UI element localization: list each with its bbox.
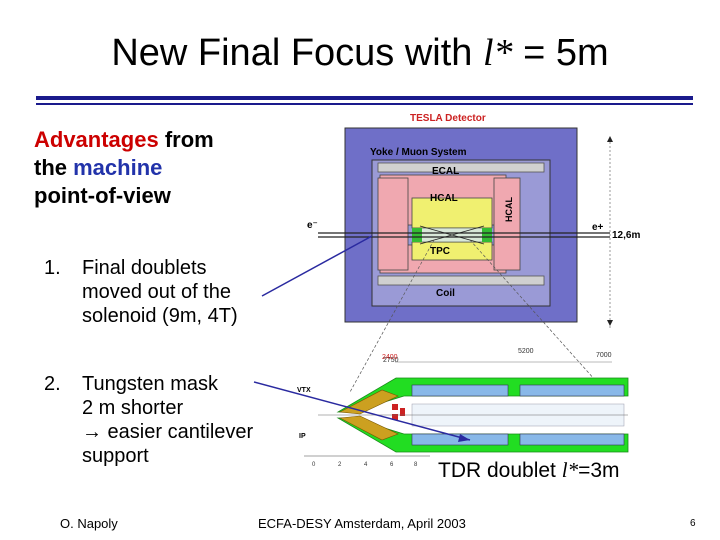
- tdr-caption: TDR doublet l*=3m: [438, 458, 620, 483]
- projection-line-left: [349, 239, 435, 393]
- e-plus-label: e+: [592, 222, 604, 233]
- length-label: 12,6m: [612, 230, 640, 241]
- hcal-endcap-left: [377, 177, 409, 271]
- e-minus-label: e⁻: [307, 220, 318, 231]
- projection-line-right: [469, 239, 605, 391]
- callout-line-2: [253, 381, 471, 441]
- dim-2400: 2400: [382, 354, 398, 361]
- tick-0: 0: [312, 462, 316, 468]
- advantages-word: Advantages: [34, 127, 159, 152]
- footer-conference: ECFA-DESY Amsterdam, April 2003: [258, 516, 466, 531]
- page-number: 6: [690, 518, 696, 529]
- ip-label: IP: [299, 433, 306, 440]
- ecal-bottom: [411, 241, 493, 261]
- tpc-green-left: [412, 228, 422, 242]
- coil-label: Coil: [436, 288, 455, 299]
- advantages-the: the: [34, 155, 74, 180]
- quad-upper-2: [519, 384, 625, 397]
- mask-upper: [338, 389, 399, 415]
- length-arrow-down-icon: [607, 320, 613, 326]
- caption-lstar: l*: [561, 458, 579, 482]
- callout-line-1: [261, 235, 373, 297]
- title-rule-thin: [36, 103, 693, 105]
- advantages-machine: machine: [73, 155, 163, 180]
- length-arrow-up-icon: [607, 136, 613, 142]
- coil-band-bottom: [377, 275, 545, 286]
- list-item-1-line-2: moved out of the: [82, 281, 231, 303]
- coil-band-top: [377, 162, 545, 173]
- tick-2: 2: [338, 462, 342, 468]
- callout-arrow-icon: [458, 434, 470, 442]
- title-post: = 5m: [512, 32, 609, 74]
- caption-post: =3m: [578, 459, 620, 482]
- list-item-2-line-1: Tungsten mask: [82, 373, 218, 395]
- advantages-pov: point-of-view: [34, 183, 171, 208]
- tpc-green-right: [482, 228, 492, 242]
- footer-author: O. Napoly: [60, 516, 118, 531]
- slide-title: New Final Focus with l* = 5m: [0, 30, 720, 76]
- marker-3: [400, 408, 405, 416]
- marker-1: [392, 404, 398, 410]
- beam-cross-2: [419, 225, 485, 245]
- yoke-label: Yoke / Muon System: [370, 147, 467, 158]
- title-lstar: l*: [483, 32, 513, 74]
- advantages-from: from: [158, 127, 214, 152]
- vtx-label: VTX: [297, 387, 311, 394]
- hcal-label: HCAL: [430, 193, 458, 204]
- list-item-2-line-3: → easier cantilever: [82, 421, 254, 443]
- tick-6: 6: [390, 462, 394, 468]
- list-item-2-number: 2.: [44, 373, 61, 395]
- tick-4: 4: [364, 462, 368, 468]
- quad-lower-2: [519, 433, 625, 446]
- title-pre: New Final Focus with: [111, 32, 483, 74]
- dim-2750: 2750: [383, 357, 399, 364]
- ecal-top: [411, 197, 493, 229]
- list-item-2-line-4: support: [82, 445, 149, 467]
- caption-pre: TDR doublet: [438, 459, 562, 482]
- advantages-heading: Advantages from the machine point-of-vie…: [34, 126, 294, 210]
- title-rule-thick: [36, 96, 693, 100]
- detector-title: TESLA Detector: [410, 113, 486, 124]
- list-item-1-number: 1.: [44, 257, 61, 279]
- dim-5200: 5200: [518, 348, 534, 355]
- list-item-1-line-1: Final doublets: [82, 257, 207, 279]
- hcal-endcap-right: [493, 177, 521, 271]
- tpc-label: TPC: [430, 246, 450, 257]
- mask-lower: [338, 415, 399, 441]
- tick-8: 8: [414, 462, 418, 468]
- hcal-vertical-label: HCAL: [504, 197, 514, 222]
- marker-2: [392, 414, 398, 420]
- list-item-1-line-3: solenoid (9m, 4T): [82, 305, 238, 327]
- dim-7000: 7000: [596, 352, 612, 359]
- ecal-label: ECAL: [432, 166, 459, 177]
- list-item-2-line-2: 2 m shorter: [82, 397, 184, 419]
- quad-upper-1: [411, 384, 509, 397]
